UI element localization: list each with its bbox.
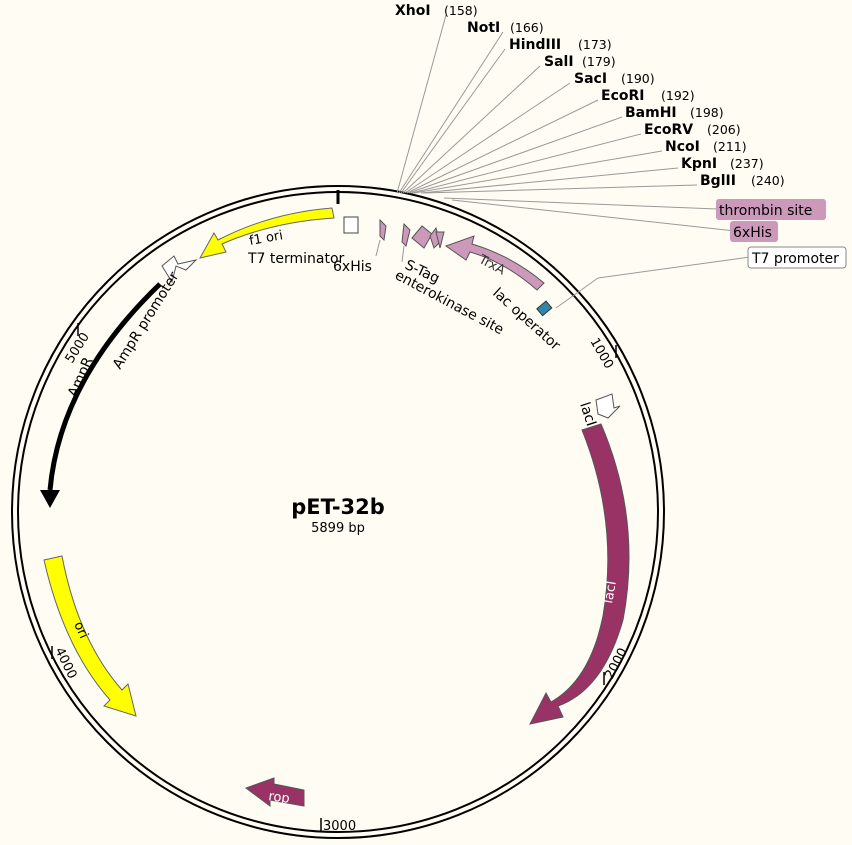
svg-text:(237): (237)	[730, 156, 764, 171]
feature-6xhis-marker	[379, 218, 387, 242]
svg-text:(240): (240)	[751, 173, 785, 188]
feature-ampr-promoter	[161, 255, 198, 284]
svg-text:(173): (173)	[578, 37, 612, 52]
callout-thrombin-site: thrombin site	[716, 199, 826, 220]
site-label-xhoi: XhoI (158)	[395, 3, 478, 19]
feature-label-6xhis: 6xHis	[333, 259, 372, 275]
site-label-noti: NotI (166)	[467, 20, 544, 36]
callout-t7-promoter: T7 promoter	[747, 246, 847, 269]
feature-lac-operator	[536, 300, 553, 317]
feature-label-ori: ori	[70, 620, 91, 642]
site-label-ncoi: NcoI (211)	[665, 139, 747, 155]
svg-text:(158): (158)	[444, 3, 478, 18]
svg-text:T7 promoter: T7 promoter	[751, 251, 839, 267]
feature-label-ampr-promoter: AmpR promoter	[110, 269, 183, 372]
svg-text:EcoRI: EcoRI	[601, 88, 644, 104]
site-leaders	[396, 14, 751, 309]
feature-f1-ori	[199, 207, 335, 259]
svg-text:BglII: BglII	[700, 173, 736, 189]
feature-label-t7-terminator: T7 terminator	[247, 251, 345, 267]
svg-text:EcoRV: EcoRV	[644, 122, 693, 138]
svg-text:6xHis: 6xHis	[733, 225, 772, 241]
backbone-outer	[11, 185, 665, 839]
feature-laci	[529, 423, 630, 725]
svg-text:BamHI: BamHI	[625, 105, 677, 121]
feature-label-f1-ori: f1 ori	[248, 228, 284, 249]
svg-text:HindIII: HindIII	[509, 37, 561, 53]
svg-text:SacI: SacI	[574, 71, 607, 87]
feature-ampr-head	[40, 490, 60, 508]
svg-text:(211): (211)	[713, 139, 747, 154]
feature-label-enterokinase-site: enterokinase site	[392, 267, 506, 338]
site-label-sali: SalI (179)	[544, 54, 616, 70]
svg-text:(166): (166)	[510, 20, 544, 35]
feature-enterokinase-marker	[411, 225, 433, 249]
tick-label-1000: 1000	[587, 336, 617, 372]
svg-text:(179): (179)	[582, 54, 616, 69]
svg-text:(192): (192)	[661, 88, 695, 103]
svg-text:NotI: NotI	[467, 20, 500, 36]
site-label-ecorv: EcoRV (206)	[644, 122, 741, 138]
feature-ampr	[47, 282, 162, 491]
site-label-bglii: BglII (240)	[700, 173, 785, 189]
feature-his-marker-2	[435, 231, 445, 249]
svg-text:SalI: SalI	[544, 54, 574, 70]
feature-label-lac-operator: lac operator	[489, 285, 563, 354]
svg-text:(198): (198)	[690, 105, 724, 120]
leader-s-tag	[401, 245, 405, 263]
svg-text:XhoI: XhoI	[395, 3, 431, 19]
site-label-kpni: KpnI (237)	[681, 156, 764, 172]
feature-ori	[43, 555, 137, 717]
feature-t7-terminator	[343, 216, 359, 234]
svg-text:(190): (190)	[621, 71, 655, 86]
leader-6xhis	[375, 239, 381, 257]
feature-label-laci: lacI	[601, 580, 620, 605]
feature-label-rop: rop	[267, 789, 290, 807]
feature-laci-promoter	[595, 393, 621, 419]
feature-rop	[244, 777, 305, 807]
site-label-hindiii: HindIII (173)	[509, 37, 612, 53]
site-label-ecori: EcoRI (192)	[601, 88, 695, 104]
plasmid-length: 5899 bp	[311, 521, 365, 536]
site-label-bamhi: BamHI (198)	[625, 105, 724, 121]
svg-text:thrombin site: thrombin site	[719, 203, 812, 219]
plasmid-title: pET-32b	[291, 495, 385, 519]
svg-text:(206): (206)	[707, 122, 741, 137]
svg-text:KpnI: KpnI	[681, 156, 717, 172]
feature-trxa	[444, 235, 545, 291]
svg-text:NcoI: NcoI	[665, 139, 700, 155]
callout-6xhis: 6xHis	[730, 221, 778, 242]
site-label-saci: SacI (190)	[574, 71, 655, 87]
feature-s-tag-marker	[401, 222, 411, 247]
tick-label-3000: 3000	[323, 819, 356, 834]
